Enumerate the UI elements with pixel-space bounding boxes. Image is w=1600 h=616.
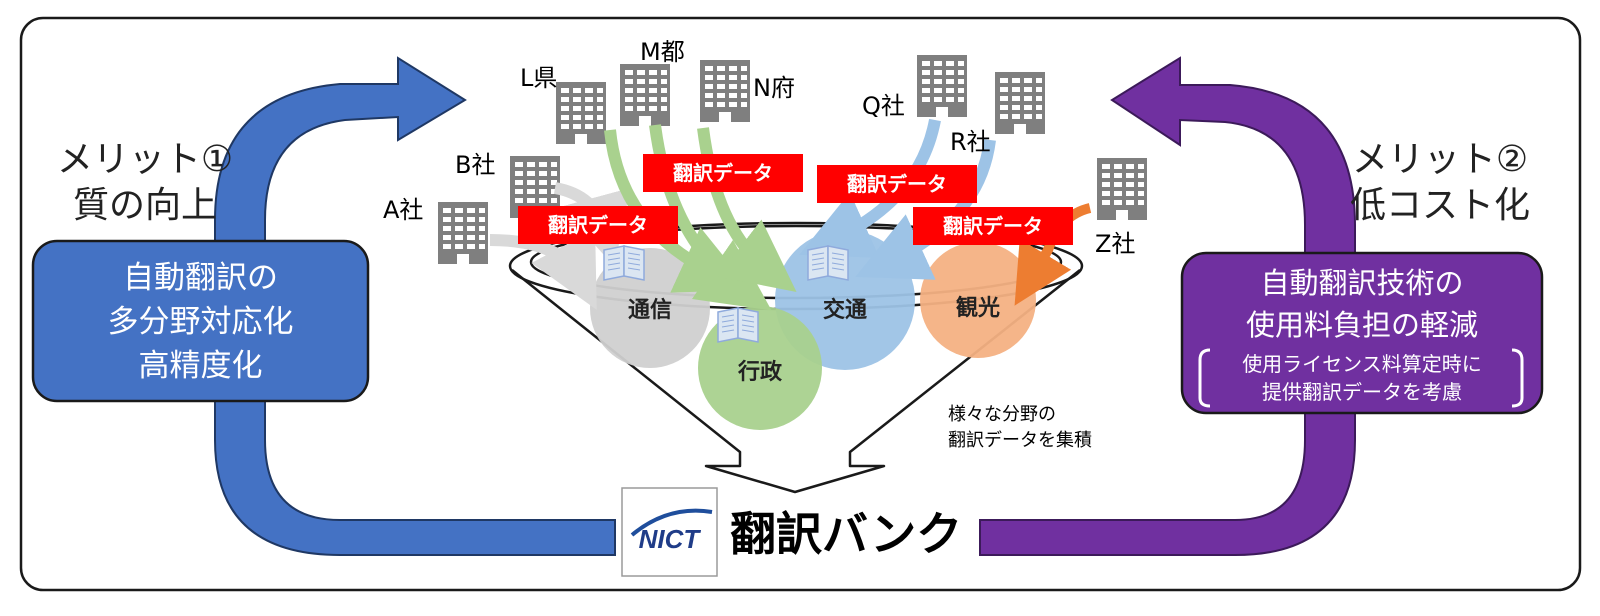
- building-l-icon: [556, 82, 606, 144]
- data-tag-1: 翻訳データ: [643, 154, 803, 192]
- note-bracket-left: [1198, 348, 1211, 408]
- accumulation-note-line-1: 様々な分野の: [948, 404, 1056, 425]
- right-box-line-1: 自動翻訳技術の: [1260, 266, 1464, 300]
- org-label-r: R社: [950, 128, 991, 156]
- org-label-l: L県: [520, 64, 558, 92]
- building-m-icon: [620, 64, 670, 126]
- right-box-line-2: 使用料負担の軽減: [1245, 308, 1478, 342]
- right-box-note: 使用ライセンス料算定時に 提供翻訳データを考慮: [1182, 350, 1542, 406]
- flow-arrow-a: [489, 229, 597, 310]
- right-note-line-2: 提供翻訳データを考慮: [1262, 380, 1462, 404]
- data-tag-4: 翻訳データ: [913, 207, 1073, 245]
- field-label-tourism: 観光: [955, 296, 1000, 321]
- left-box-text: 自動翻訳の 多分野対応化 高精度化: [33, 256, 368, 388]
- field-label-administration: 行政: [737, 360, 782, 385]
- accumulation-note-line-2: 翻訳データを集積: [948, 430, 1092, 451]
- left-box-line-2: 多分野対応化: [107, 304, 294, 340]
- left-cycle-arrow: [214, 56, 616, 556]
- right-merit-subtitle: 低コスト化: [1349, 185, 1530, 226]
- accumulation-note: 様々な分野の 翻訳データを集積: [948, 402, 1092, 454]
- building-r-icon: [995, 72, 1045, 134]
- field-label-communication: 通信: [627, 298, 672, 323]
- left-merit-subtitle: 質の向上: [72, 185, 217, 226]
- building-q-icon: [917, 55, 967, 117]
- right-box-text: 自動翻訳技術の 使用料負担の軽減: [1182, 262, 1542, 346]
- book-icon-communication: [603, 245, 645, 281]
- left-merit-title: メリット①: [56, 139, 234, 180]
- nict-logo-text: NICT: [639, 524, 702, 554]
- flow-arrow-n: [697, 127, 797, 292]
- right-merit-title: メリット②: [1351, 139, 1529, 180]
- right-benefit-box: [1180, 251, 1544, 415]
- book-icon-administration: [717, 307, 759, 343]
- right-note-line-1: 使用ライセンス料算定時に: [1242, 352, 1482, 376]
- data-tag-2: 翻訳データ: [518, 206, 678, 244]
- field-label-transport: 交通: [822, 298, 867, 323]
- left-benefit-box: [31, 239, 370, 403]
- nict-logo-swoosh: [630, 508, 713, 537]
- building-a-icon: [438, 202, 488, 264]
- org-label-z: Z社: [1095, 230, 1136, 258]
- org-label-a: A社: [383, 196, 424, 224]
- field-circle-tourism: [920, 242, 1036, 358]
- bank-title: 翻訳バンク: [730, 507, 963, 561]
- book-icon-transport: [807, 245, 849, 281]
- left-box-line-3: 高精度化: [138, 348, 263, 384]
- left-box-line-1: 自動翻訳の: [123, 260, 278, 296]
- org-label-q: Q社: [862, 92, 905, 120]
- org-label-b: B社: [455, 151, 496, 179]
- building-n-icon: [700, 60, 750, 122]
- org-label-n: N府: [753, 74, 795, 102]
- data-tag-3: 翻訳データ: [817, 165, 977, 203]
- note-bracket-right: [1511, 348, 1524, 408]
- org-label-m: M都: [640, 38, 685, 66]
- building-z-icon: [1097, 158, 1147, 220]
- right-cycle-arrow: [979, 56, 1356, 556]
